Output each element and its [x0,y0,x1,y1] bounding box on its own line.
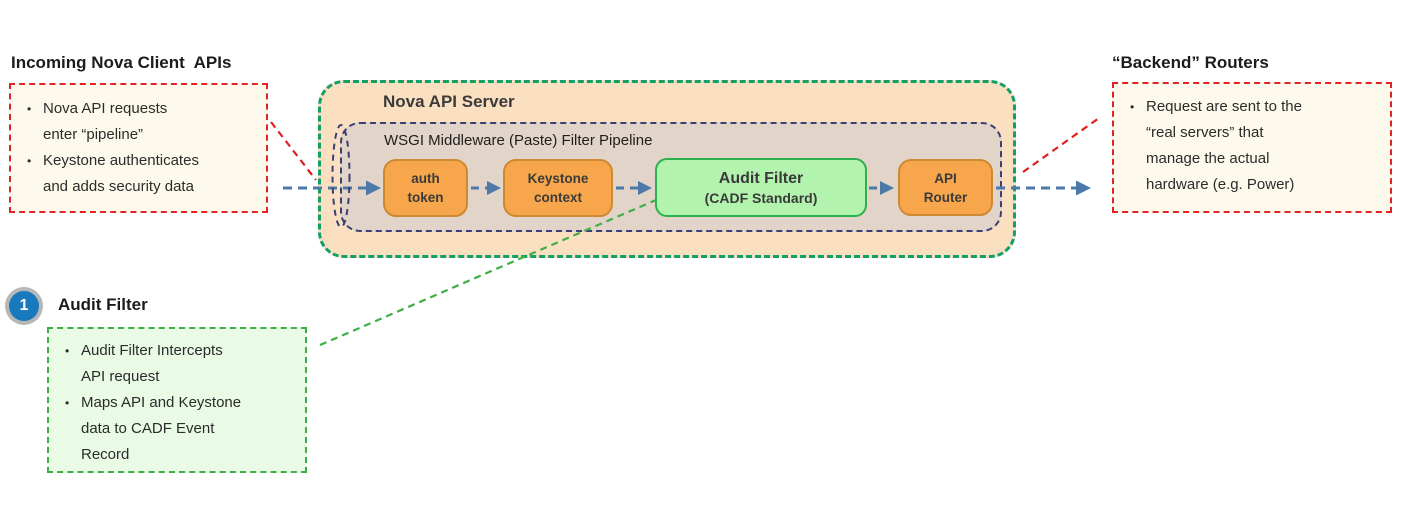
backend-note-box: • Request are sent to the “real servers”… [1112,82,1392,213]
list-item: • Request are sent to the “real servers”… [1130,94,1382,198]
step-badge-number: 1 [9,291,39,321]
incoming-section-title: Incoming Nova Client APIs [11,53,232,72]
list-item: • Nova API requests enter “pipeline” [27,96,258,148]
bullet-icon: • [65,396,70,410]
list-item: • Audit Filter Intercepts API request [65,338,297,390]
bullet-icon: • [27,102,32,116]
connector-incoming-to-nova [270,121,317,181]
stage-keystone-context: Keystone context [503,159,613,217]
incoming-note-box: • Nova API requests enter “pipeline” • K… [9,83,268,213]
wsgi-pipeline-title: WSGI Middleware (Paste) Filter Pipeline [384,132,653,149]
bullet-icon: • [1130,100,1135,114]
step-badge: 1 [5,287,43,325]
stage-api-router: API Router [898,159,993,216]
arrow-right-head-icon [1076,180,1091,196]
callout-title: Audit Filter [58,295,148,314]
bullet-icon: • [65,344,70,358]
bullet-icon: • [27,154,32,168]
audit-filter-callout-box: • Audit Filter Intercepts API request • … [47,327,307,473]
stage-audit-filter: Audit Filter (CADF Standard) [655,158,867,217]
backend-section-title: “Backend” Routers [1112,53,1269,72]
list-item: • Keystone authenticates and adds securi… [27,148,258,200]
stage-auth-token: auth token [383,159,468,217]
list-item: • Maps API and Keystone data to CADF Eve… [65,390,297,468]
nova-api-server-title: Nova API Server [383,92,515,111]
connector-nova-to-backend [1022,117,1100,173]
